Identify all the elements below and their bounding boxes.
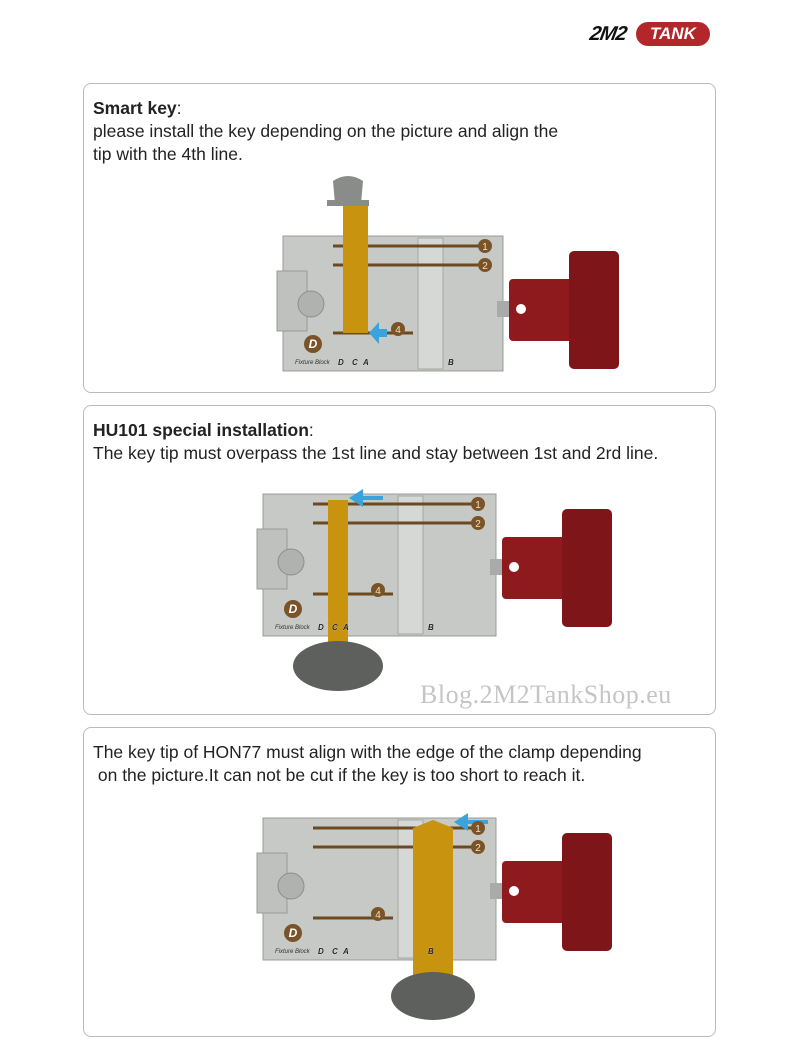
marker-4 [371,583,385,597]
knob-hole [516,304,526,314]
marker-label: 4 [375,910,381,921]
marker-label: 2 [482,261,488,272]
marker-2 [471,840,485,854]
fixture-d-badge [284,924,302,942]
marker-label: 2 [475,519,481,530]
screw-icon [297,290,325,318]
marker-1 [478,239,492,253]
fixture-block-label: Fixture Block [275,625,311,631]
instruction-line: please install the key depending on the … [93,121,559,141]
slot-letter: D [338,358,344,367]
knob-body [502,861,570,923]
fixture-block-label: Fixture Block [295,360,331,366]
key-head [327,176,369,206]
panel-hon77: The key tip of HON77 must align with the… [83,727,716,1037]
slot-letter: C [352,358,358,367]
slot-letter: A [342,947,349,956]
fixture-d-letter: D [309,337,318,351]
blue-arrow-icon [454,813,488,831]
slot-letter: D [318,623,324,632]
slot-letter: A [362,358,369,367]
fixture-d-badge [284,600,302,618]
panel-smart-key: Smart key:please install the key dependi… [83,83,716,393]
screw-icon [277,548,305,576]
slot-letter: B [428,623,434,632]
knob-shaft [490,559,502,575]
panel-hu101: HU101 special installation:The key tip m… [83,405,716,715]
slot-letter: C [332,947,338,956]
slot-letter: B [428,947,434,956]
key-blade [413,820,453,988]
panel-text: Smart key:please install the key dependi… [93,98,559,164]
knob-wheel [562,509,612,627]
panel-text: The key tip of HON77 must align with the… [93,741,642,787]
panel-text: HU101 special installation:The key tip m… [93,420,659,463]
knob-hole [509,562,519,572]
marker-4 [371,907,385,921]
logo-2m2: 2M2 [588,22,628,45]
brand-logo: 2M2 TANK [588,22,710,46]
knob-shaft [497,301,509,317]
marker-4 [391,322,405,336]
knob-wheel [569,251,619,369]
blue-arrow-icon [349,489,383,507]
key-head [391,972,475,1020]
screw-icon [277,872,305,900]
knob-shaft [490,883,502,899]
marker-1 [471,821,485,835]
fixture-d-badge [304,335,322,353]
slot-letter: B [448,358,454,367]
fixture-block-label: Fixture Block [275,949,311,955]
fixture-d-letter: D [289,602,298,616]
blue-arrow-icon [369,322,387,344]
key-blade [343,206,368,333]
marker-2 [471,516,485,530]
instruction-line: The key tip of HON77 must align with the… [93,742,642,762]
key-blade [328,500,348,670]
marker-label: 1 [475,500,481,511]
panel-title: Smart key [93,98,177,118]
marker-label: 4 [395,325,401,336]
knob-body [509,279,577,341]
panel-title: HU101 special installation [93,420,309,440]
knob-wheel [562,833,612,951]
slot-letter: A [342,623,349,632]
knob-body [502,537,570,599]
instruction-line: on the picture.It can not be cut if the … [93,765,586,785]
fixture-d-letter: D [289,926,298,940]
watermark: Blog.2M2TankShop.eu [420,680,672,709]
clamp-bar [417,237,444,370]
logo-tank: TANK [635,22,710,46]
slot-letter: D [318,947,324,956]
slot-letter: C [332,623,338,632]
knob-hole [509,886,519,896]
instruction-line: The key tip must overpass the 1st line a… [93,443,659,463]
marker-label: 1 [475,824,481,835]
marker-label: 2 [475,843,481,854]
key-head [293,641,383,691]
marker-1 [471,497,485,511]
marker-label: 1 [482,242,488,253]
instruction-line: tip with the 4th line. [93,144,243,164]
clamp-bar [397,495,424,635]
marker-2 [478,258,492,272]
marker-label: 4 [375,586,381,597]
